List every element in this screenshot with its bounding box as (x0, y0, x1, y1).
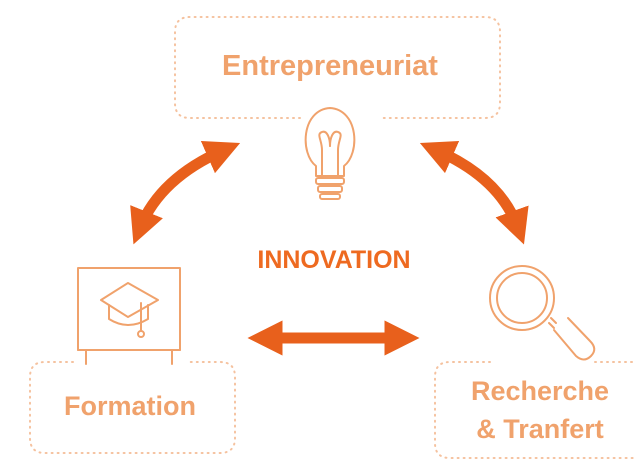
recherche-box (434, 361, 635, 459)
arrow-entrepreneuriat-recherche (419, 140, 529, 245)
recherche-label-line2: & Tranfert (476, 414, 604, 444)
recherche-label-line1: Recherche (470, 376, 610, 406)
magnifier-icon (489, 265, 596, 361)
arrow-entrepreneuriat-formation (130, 140, 241, 245)
entrepreneuriat-box (174, 16, 501, 119)
entrepreneuriat-label: Entrepreneuriat (222, 50, 438, 82)
innovation-center-label: INNOVATION (257, 246, 411, 274)
recherche-label: Recherche & Tranfert (430, 372, 635, 448)
lightbulb-icon (304, 107, 356, 200)
formation-label: Formation (64, 391, 196, 421)
graduation-board-icon (77, 267, 181, 365)
